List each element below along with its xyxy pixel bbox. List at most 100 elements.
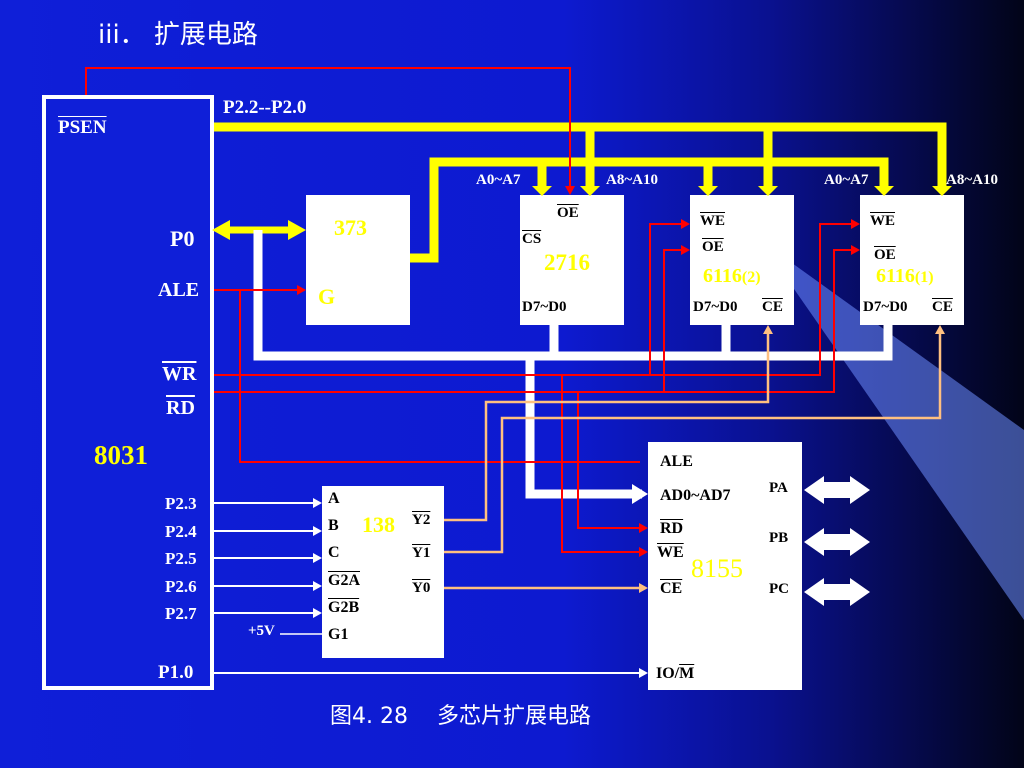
pio-ale-label: ALE [660, 453, 693, 470]
y1-arrow [935, 325, 945, 334]
figure-caption: 图4. 28 多芯片扩展电路 [330, 704, 591, 729]
ram2-name: 6116(2) [703, 265, 761, 287]
ram2-oe-label: OE [702, 239, 724, 255]
wr-arrow-8155 [639, 547, 648, 557]
pio-iom-label: IO/M [656, 665, 695, 682]
ram1-data-label: D7~D0 [863, 299, 908, 315]
y1-select-line [444, 332, 942, 554]
decoder-output-y2: Y2 [412, 512, 431, 528]
data-bus-to-8155 [525, 356, 642, 499]
ram1-oe-label: OE [874, 247, 896, 263]
eprom-oe-label: OE [557, 205, 579, 221]
addr-high-label-6116: A8~A10 [946, 172, 998, 188]
p2-bus-label: P2.2--P2.0 [223, 97, 307, 118]
addr-high-label-2716: A8~A10 [606, 172, 658, 188]
latched-low-address-bus [410, 157, 889, 263]
decoder-output-y1: Y1 [412, 545, 431, 561]
decorative-wedge [760, 240, 1024, 620]
p0-arrow-left [212, 220, 230, 240]
wr-label: WR [162, 363, 197, 385]
p2-4-label: P2.4 [165, 522, 197, 541]
pio-pc-label: PC [769, 581, 789, 597]
rd-arrow-6116-2 [681, 245, 690, 255]
latch-name: 373 [334, 215, 367, 240]
rd-label: RD [166, 397, 195, 419]
p2-5-label: P2.5 [165, 549, 197, 568]
pio-8155-box [648, 442, 802, 690]
eprom-name: 2716 [544, 250, 590, 275]
pc-port-arrow [804, 578, 870, 606]
decoder-output-y0: Y0 [412, 580, 431, 596]
ram2-ce-label: CE [762, 299, 783, 315]
decoder-name: 138 [362, 512, 395, 537]
p0-arrow-right [288, 220, 306, 240]
latch-373-box [306, 195, 410, 325]
pio-pa-label: PA [769, 480, 788, 496]
ale-label: ALE [158, 279, 200, 301]
ram1-ce-label: CE [932, 299, 953, 315]
ram-6116-1-box [860, 195, 964, 325]
p0-label: P0 [170, 226, 195, 251]
ram2-we-label: WE [700, 213, 726, 229]
rd-line-8155 [577, 392, 640, 529]
p2-7-label: P2.7 [165, 604, 197, 623]
rd-line-6116-2 [663, 249, 685, 392]
p2-select-lines [214, 502, 316, 614]
ram-6116-2-box [690, 195, 794, 325]
y0-arrow [639, 583, 648, 593]
ram2-data-label: D7~D0 [693, 299, 738, 315]
arrow-6116-2-high [758, 186, 778, 196]
psen-label: PSEN [58, 117, 107, 138]
arrow-2716-high [580, 186, 600, 196]
arrow-6116-1-high [932, 186, 952, 196]
wr-arrow-6116-2 [681, 219, 690, 229]
data-bus [253, 230, 893, 361]
pio-ce-label: CE [660, 580, 683, 597]
p2-high-address-bus [214, 122, 947, 190]
rd-arrow-8155 [639, 523, 648, 533]
pio-pb-label: PB [769, 530, 789, 546]
y2-select-line [444, 332, 770, 522]
ram1-we-label: WE [870, 213, 896, 229]
p2-select-arrows [313, 498, 322, 618]
wr-line-8155 [561, 375, 640, 553]
decoder-input-a: A [328, 490, 340, 507]
pa-port-arrow [804, 476, 870, 504]
arrow-2716-low [532, 186, 552, 196]
eprom-cs-label: CS [522, 231, 542, 247]
arrow-6116-1-low [874, 186, 894, 196]
arrow-6116-2-low [698, 186, 718, 196]
pio-rd-label: RD [660, 520, 684, 537]
p2-3-label: P2.3 [165, 494, 197, 513]
ale-arrow [297, 285, 306, 295]
decoder-input-g1: G1 [328, 626, 349, 643]
decoder-input-c: C [328, 544, 340, 561]
slide-title: iii． 扩展电路 [98, 20, 258, 50]
wr-arrow-6116-1 [851, 219, 860, 229]
decoder-input-g2a: G2A [328, 572, 360, 589]
pio-ad-label: AD0~AD7 [660, 487, 731, 504]
pio-we-label: WE [657, 544, 684, 561]
wr-line-6116-2 [649, 223, 685, 375]
rd-line-6116-1 [214, 249, 855, 393]
eprom-data-label: D7~D0 [522, 299, 567, 315]
p10-label: P1.0 [158, 662, 194, 683]
psen-line [85, 67, 571, 190]
addr-low-label-6116: A0~A7 [824, 172, 869, 188]
addr-low-label-2716: A0~A7 [476, 172, 521, 188]
latch-g-label: G [318, 284, 336, 309]
vcc-label: +5V [248, 623, 275, 639]
pb-port-arrow [804, 528, 870, 556]
cpu-name: 8031 [94, 440, 148, 470]
p2-6-label: P2.6 [165, 577, 197, 596]
ram1-name: 6116(1) [876, 265, 934, 287]
p10-arrow [639, 668, 648, 678]
psen-arrow [565, 186, 575, 195]
rd-arrow-6116-1 [851, 245, 860, 255]
cpu-8031-inner [46, 99, 210, 686]
y2-arrow [763, 325, 773, 334]
pio-name: 8155 [691, 554, 743, 583]
arrow-ad-8155 [632, 484, 648, 504]
decoder-input-g2b: G2B [328, 599, 360, 616]
